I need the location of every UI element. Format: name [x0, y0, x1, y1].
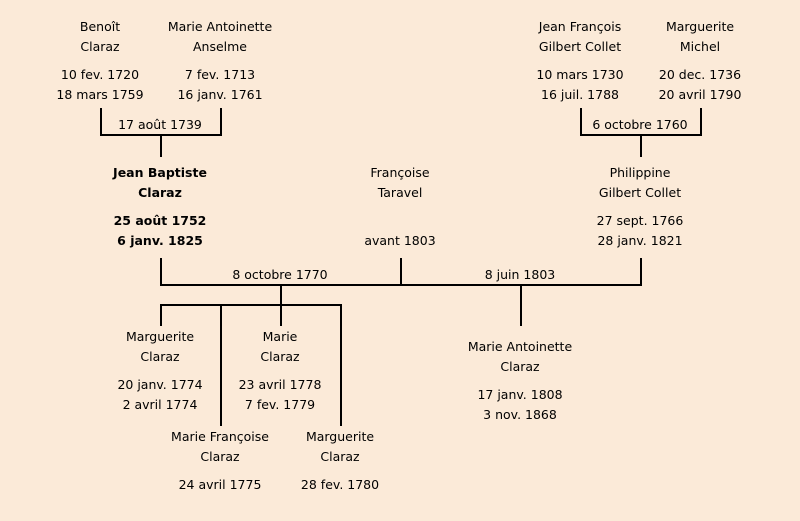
person-name: Marguerite: [305, 429, 375, 444]
person-surname: Claraz: [320, 449, 360, 464]
person-surname: Anselme: [192, 39, 248, 54]
person-marie-antoinette-claraz[interactable]: Marie Antoinette Claraz 17 janv. 1808 3 …: [420, 337, 620, 425]
person-name: Jean Baptiste: [113, 165, 207, 180]
birth-date: 27 sept. 1766: [596, 213, 684, 228]
person-name: Philippine: [609, 165, 671, 180]
person-name: Marguerite: [665, 19, 735, 34]
death-date: 7 fev. 1779: [244, 397, 316, 412]
marriage-date: 6 octobre 1760: [592, 117, 688, 132]
death-date: 28 janv. 1821: [597, 233, 683, 248]
person-surname: Michel: [679, 39, 721, 54]
birth-date: 17 janv. 1808: [477, 387, 563, 402]
birth-date: 20 janv. 1774: [117, 377, 203, 392]
birth-date: 20 dec. 1736: [658, 67, 742, 82]
person-name: Françoise: [370, 165, 430, 180]
death-date: 18 mars 1759: [56, 87, 144, 102]
person-philippine-gilbert-collet[interactable]: Philippine Gilbert Collet 27 sept. 1766 …: [540, 163, 740, 251]
death-date: 2 avril 1774: [122, 397, 198, 412]
person-surname: Claraz: [500, 359, 540, 374]
person-surname: Claraz: [80, 39, 120, 54]
person-surname: Gilbert Collet: [598, 185, 682, 200]
person-marguerite-claraz-1774[interactable]: Marguerite Claraz 20 janv. 1774 2 avril …: [60, 327, 260, 415]
marriage-date: 17 août 1739: [118, 117, 202, 132]
birth-date: 25 août 1752: [113, 213, 207, 228]
person-marie-francoise-claraz[interactable]: Marie Françoise Claraz 24 avril 1775: [120, 427, 320, 495]
marriage-date: 8 octobre 1770: [232, 267, 328, 282]
person-surname: Claraz: [140, 349, 180, 364]
person-marie-antoinette-anselme[interactable]: Marie Antoinette Anselme 7 fev. 1713 16 …: [120, 17, 320, 105]
birth-date: 7 fev. 1713: [184, 67, 256, 82]
marriage-date: 8 juin 1803: [484, 267, 556, 282]
person-name: Jean François: [538, 19, 622, 34]
birth-date: 28 fev. 1780: [300, 477, 380, 492]
death-date: 6 janv. 1825: [117, 233, 203, 248]
person-surname: Claraz: [260, 349, 300, 364]
death-date: avant 1803: [364, 233, 436, 248]
person-name: Marie Françoise: [171, 429, 269, 444]
death-date: 16 juil. 1788: [541, 87, 619, 102]
person-name: Marie: [262, 329, 298, 344]
birth-date: 24 avril 1775: [178, 477, 262, 492]
person-surname: Gilbert Collet: [538, 39, 622, 54]
person-name: Marie Antoinette: [167, 19, 273, 34]
death-date: 20 avril 1790: [658, 87, 742, 102]
person-surname: Claraz: [200, 449, 240, 464]
person-surname: Claraz: [138, 185, 182, 200]
person-name: Benoît: [79, 19, 121, 34]
birth-date: 10 fev. 1720: [60, 67, 140, 82]
person-francoise-taravel[interactable]: Françoise Taravel avant 1803: [300, 163, 500, 251]
person-marguerite-michel[interactable]: Marguerite Michel 20 dec. 1736 20 avril …: [600, 17, 800, 105]
person-jean-baptiste-claraz[interactable]: Jean Baptiste Claraz 25 août 1752 6 janv…: [60, 163, 260, 251]
person-surname: Taravel: [377, 185, 423, 200]
death-date: 16 janv. 1761: [177, 87, 263, 102]
death-date: 3 nov. 1868: [483, 407, 557, 422]
person-benoit-claraz[interactable]: Benoît Claraz 10 fev. 1720 18 mars 1759: [0, 17, 200, 105]
birth-date: 23 avril 1778: [238, 377, 322, 392]
person-name: Marie Antoinette: [467, 339, 573, 354]
person-marguerite-claraz-1780[interactable]: Marguerite Claraz 28 fev. 1780: [240, 427, 440, 495]
person-marie-claraz[interactable]: Marie Claraz 23 avril 1778 7 fev. 1779: [180, 327, 380, 415]
person-jean-francois-gilbert-collet[interactable]: Jean François Gilbert Collet 10 mars 173…: [480, 17, 680, 105]
birth-date: 10 mars 1730: [536, 67, 624, 82]
person-name: Marguerite: [125, 329, 195, 344]
